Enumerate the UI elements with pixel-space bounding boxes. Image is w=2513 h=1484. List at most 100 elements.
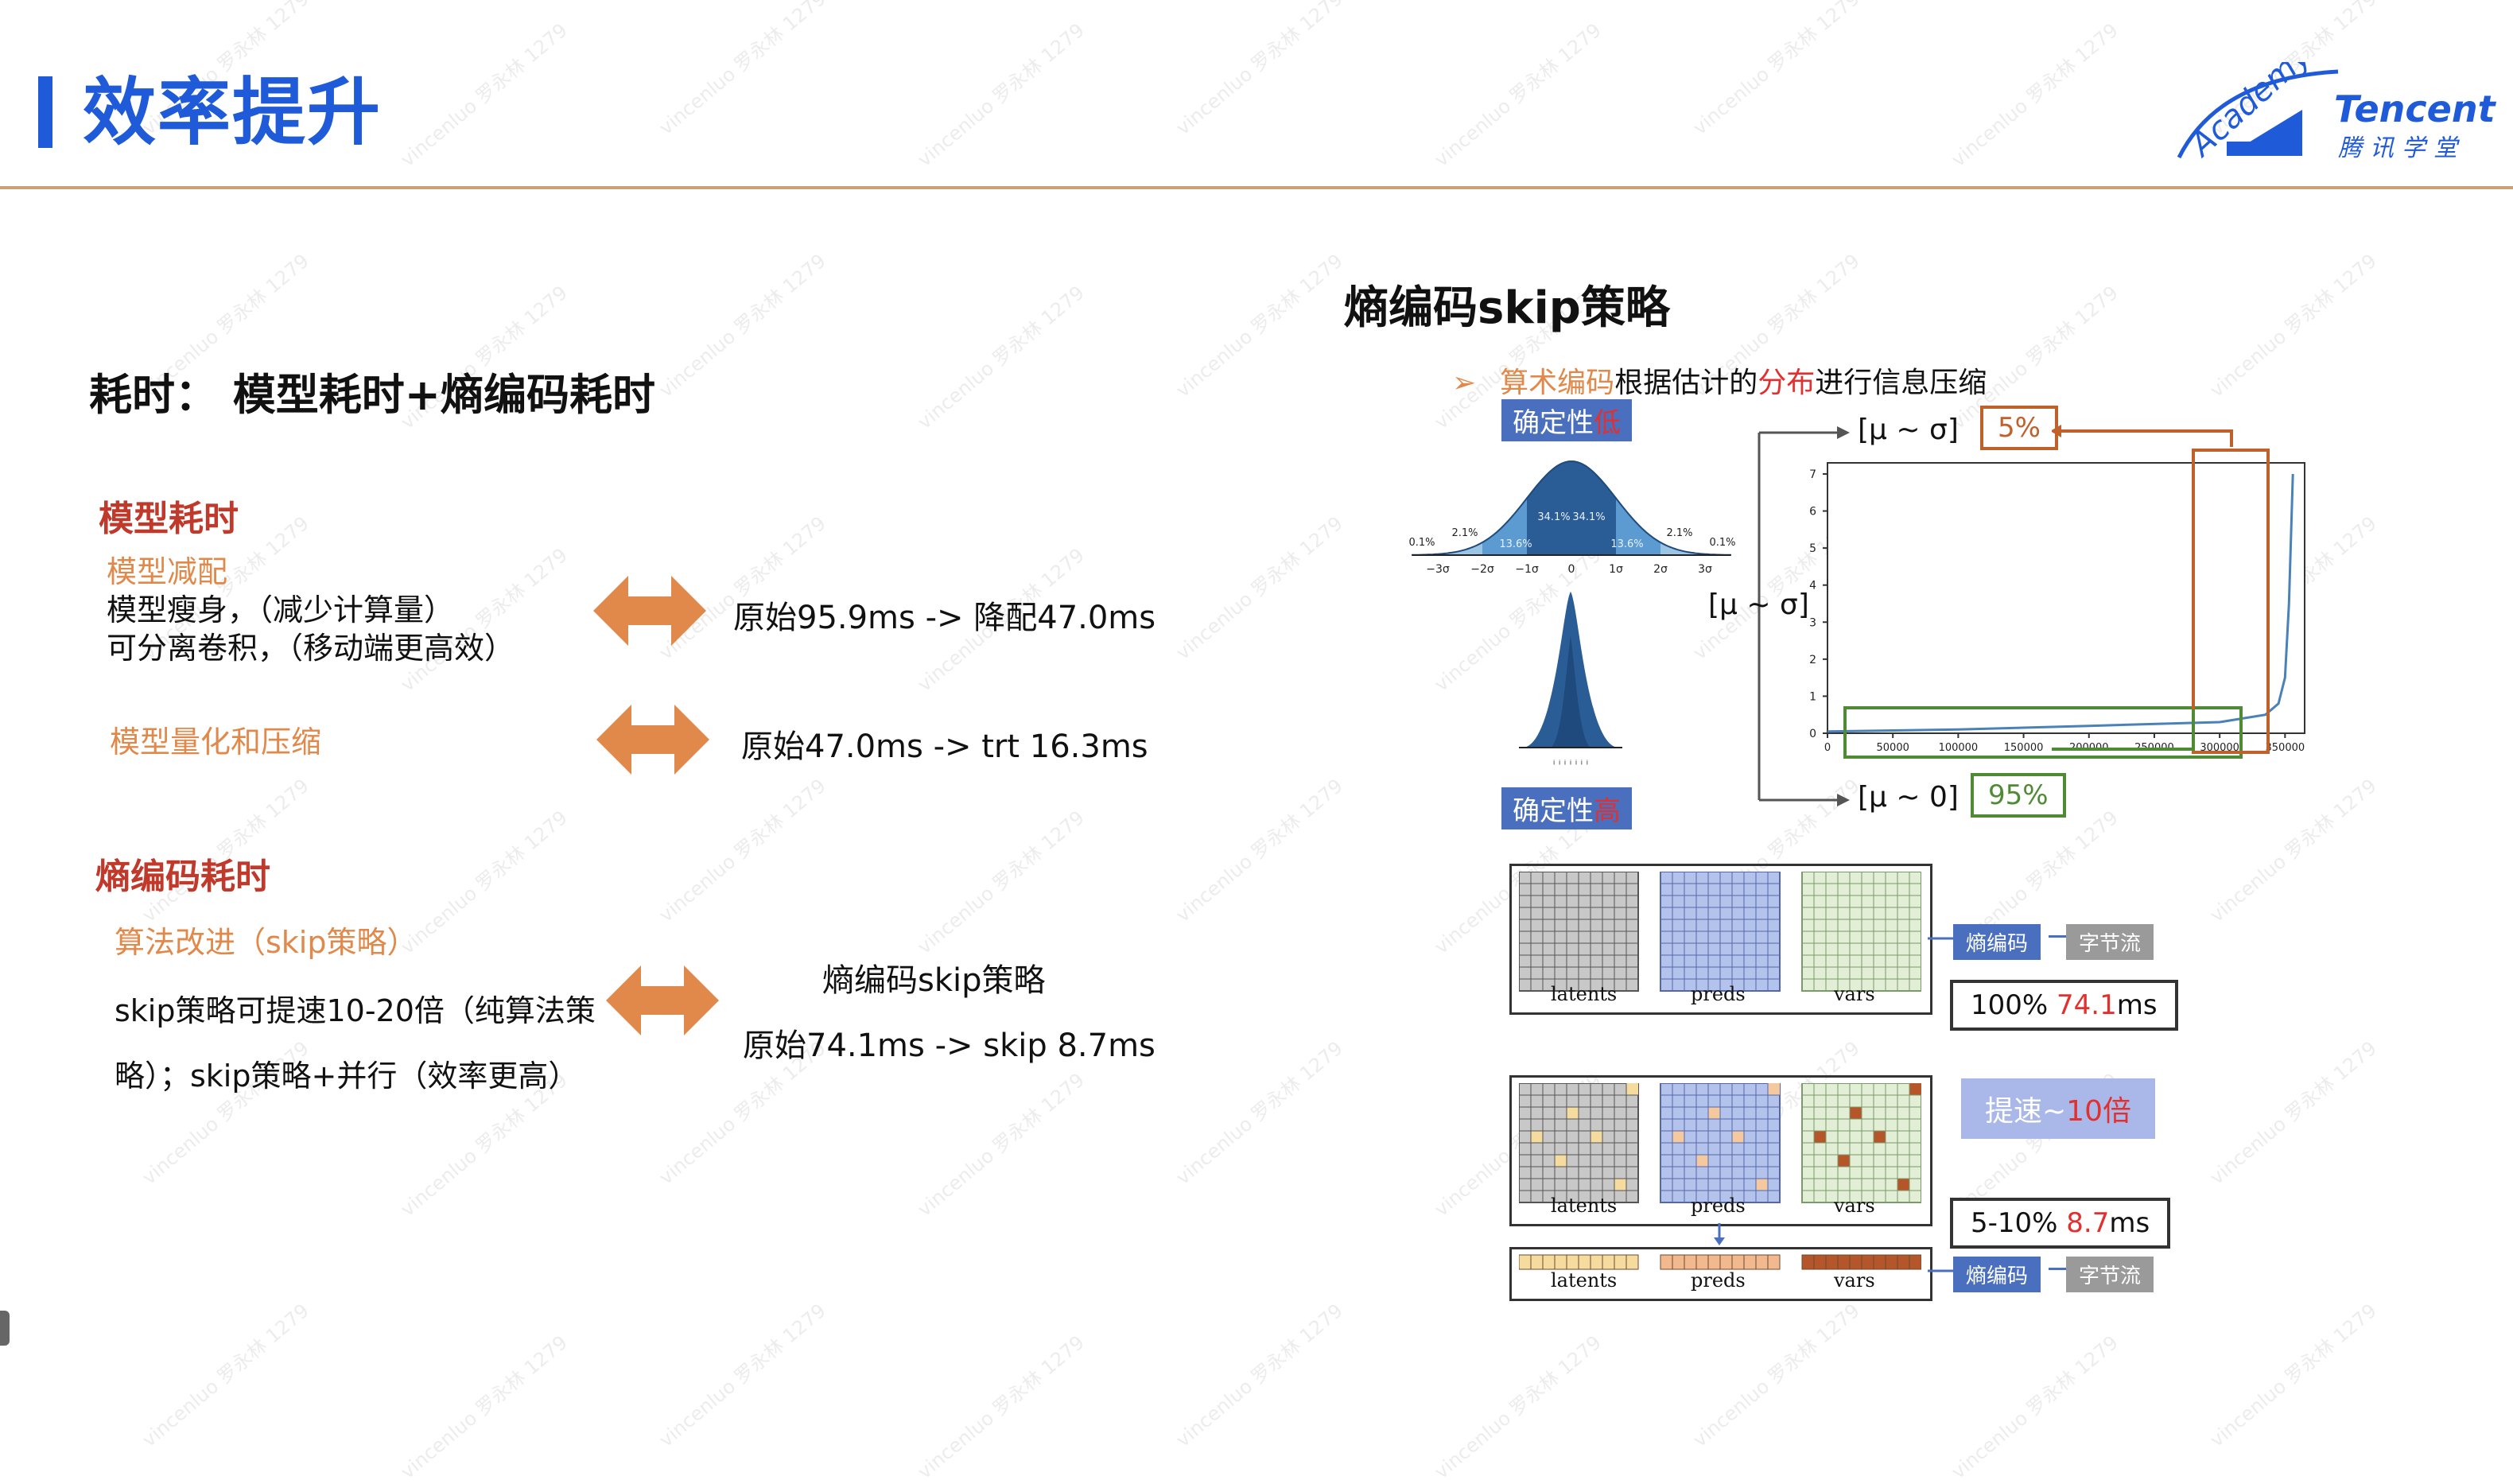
watermark-text: vincenluo 罗永林 1279 — [913, 1068, 1089, 1222]
svg-text:ⁱ ⁱ ⁱ ⁱ ⁱ ⁱ ⁱ: ⁱ ⁱ ⁱ ⁱ ⁱ ⁱ ⁱ — [1553, 759, 1588, 771]
byte-stream-chip: 字节流 — [2066, 1257, 2154, 1292]
tencent-academy-logo: Academy Tencent 腾讯学堂 — [2171, 37, 2505, 177]
entropy-encode-chip: 熵编码 — [1953, 924, 2041, 960]
certainty-high-label: 确定性高 — [1501, 787, 1632, 829]
y-tick-label: 0 — [1809, 728, 1816, 740]
watermark-text: vincenluo 罗永林 1279 — [138, 1299, 313, 1452]
y-tick-label: 3 — [1809, 616, 1816, 629]
watermark-text: vincenluo 罗永林 1279 — [1688, 1299, 1864, 1452]
strip-label-preds: preds — [1691, 1269, 1746, 1292]
watermark-text: vincenluo 罗永林 1279 — [913, 1331, 1089, 1484]
grid-label-vars: vars — [1834, 1195, 1875, 1217]
pct-95-box: 95% — [1971, 773, 2066, 818]
bullet-dist: 分布 — [1758, 367, 1816, 399]
dense-grids — [1519, 872, 1921, 992]
entropy-encode-chip: 熵编码 — [1953, 1257, 2041, 1292]
range-bot-label: [μ ~ 0] — [1858, 781, 1959, 814]
watermark-text: vincenluo 罗永林 1279 — [1171, 511, 1347, 665]
grid-label-vars: vars — [1834, 983, 1875, 1005]
strip-label-latents: latents — [1551, 1269, 1618, 1292]
watermark-text: vincenluo 罗永林 1279 — [2205, 249, 2381, 402]
result-skip-box: 5-10% 8.7ms — [1950, 1198, 2171, 1249]
watermark-text: vincenluo 罗永林 1279 — [654, 774, 830, 927]
bell-tick-label: −2σ — [1470, 563, 1494, 576]
entropy-algo-line2: 略）；skip策略+并行（效率更高） — [115, 1059, 579, 1094]
model-time-heading: 模型耗时 — [99, 499, 239, 539]
watermark-text: vincenluo 罗永林 1279 — [396, 806, 572, 959]
x-tick-label: 150000 — [2004, 742, 2044, 754]
bell-pct-label: 13.6% — [1610, 538, 1643, 550]
chip-connector — [2049, 935, 2066, 938]
watermark-text: vincenluo 罗永林 1279 — [1430, 1331, 1606, 1484]
bullet-arrow-icon: ➢ — [1452, 367, 1477, 399]
entropy-result: 原始74.1ms -> skip 8.7ms — [743, 1028, 1156, 1064]
cdf-series-line — [1827, 473, 2294, 733]
skip-strategy-title: 熵编码skip策略 — [1344, 282, 1670, 334]
watermark-text: vincenluo 罗永林 1279 — [1430, 18, 1606, 172]
watermark-text: vincenluo 罗永林 1279 — [654, 1299, 830, 1452]
pct-connectors — [2052, 425, 2233, 751]
grid-label-latents: latents — [1551, 983, 1618, 1005]
watermark-text: vincenluo 罗永林 1279 — [1688, 0, 1864, 140]
model-quant-label: 模型量化和压缩 — [110, 725, 322, 759]
watermark-text: vincenluo 罗永林 1279 — [913, 18, 1089, 172]
entropy-result-title: 熵编码skip策略 — [822, 962, 1046, 999]
x-tick-label: 50000 — [1877, 742, 1909, 754]
y-tick-label: 7 — [1809, 468, 1816, 481]
y-tick-label: 1 — [1809, 690, 1816, 703]
model-quant-result: 原始47.0ms -> trt 16.3ms — [741, 728, 1148, 765]
title-accent-bar — [38, 76, 52, 148]
narrow-bell-curve: ⁱ ⁱ ⁱ ⁱ ⁱ ⁱ ⁱ — [1519, 592, 1622, 771]
double-arrow-icon — [596, 705, 709, 775]
watermark-text: vincenluo 罗永林 1279 — [913, 806, 1089, 959]
entropy-time-heading: 熵编码耗时 — [95, 857, 270, 897]
grid-panel-sparse — [1509, 1075, 1932, 1226]
watermark-text: vincenluo 罗永林 1279 — [1947, 18, 2123, 172]
bell-tick-label: −1σ — [1515, 563, 1539, 576]
chip-connector — [2049, 1268, 2066, 1270]
tencent-academy-logo-icon: Academy Tencent 腾讯学堂 — [2177, 37, 2497, 165]
bell-pct-label: 34.1% — [1572, 511, 1605, 523]
x-tick-label: 0 — [1824, 742, 1831, 754]
result-full-box: 100% 74.1ms — [1950, 980, 2178, 1031]
certainty-low-label: 确定性低 — [1501, 399, 1632, 441]
y-tick-label: 2 — [1809, 654, 1816, 666]
bell-tick-label: 1σ — [1609, 563, 1623, 576]
bullet-arith: 算术编码 — [1500, 367, 1615, 399]
bell-pct-label: 13.6% — [1499, 538, 1532, 550]
model-reduce-line1: 模型瘦身，（减少计算量） — [107, 592, 455, 627]
arith-coding-bullet: ➢算术编码根据估计的分布进行信息压缩 — [1452, 359, 1987, 401]
y-tick-label: 4 — [1809, 580, 1816, 592]
bell-tick-label: −3σ — [1426, 563, 1450, 576]
grid-label-preds: preds — [1691, 983, 1746, 1005]
strip-cells — [1519, 1254, 1921, 1270]
watermark-text: vincenluo 罗永林 1279 — [1171, 0, 1347, 140]
bell-pct-label: 2.1% — [1666, 527, 1692, 539]
watermark-text: vincenluo 罗永林 1279 — [1171, 774, 1347, 927]
grid-label-latents: latents — [1551, 1195, 1618, 1217]
speedup-badge: 提速~10倍 — [1961, 1078, 2155, 1139]
bell-tick-label: 3σ — [1698, 563, 1712, 576]
watermark-text: vincenluo 罗永林 1279 — [396, 18, 572, 172]
model-reduce-line2: 可分离卷积，（移动端更高效） — [107, 631, 515, 666]
strip-panel — [1509, 1247, 1932, 1301]
y-tick-label: 5 — [1809, 542, 1816, 555]
time-breakdown-subtitle: 耗时： 模型耗时+熵编码耗时 — [89, 370, 656, 420]
y-tick-label: 6 — [1809, 506, 1816, 519]
high-region-highlight — [2192, 449, 2270, 754]
watermark-text: vincenluo 罗永林 1279 — [1171, 1036, 1347, 1190]
range-mid-label: [μ ~ σ] — [1708, 589, 1809, 621]
range-top-label: [μ ~ σ] — [1858, 414, 1959, 446]
header-divider — [0, 186, 2513, 189]
bell-tick-label: 2σ — [1653, 563, 1668, 576]
scroll-handle[interactable] — [0, 1311, 10, 1346]
model-reduce-label: 模型减配 — [107, 554, 228, 589]
watermark-text: vincenluo 罗永林 1279 — [1171, 249, 1347, 402]
watermark-text: vincenluo 罗永林 1279 — [654, 249, 830, 402]
bell-pct-label: 0.1% — [1408, 537, 1435, 549]
bell-pct-label: 34.1% — [1537, 511, 1570, 523]
sparse-grids — [1519, 1083, 1921, 1203]
low-region-highlight — [1843, 706, 2243, 759]
watermark-text: vincenluo 罗永林 1279 — [1171, 1299, 1347, 1452]
